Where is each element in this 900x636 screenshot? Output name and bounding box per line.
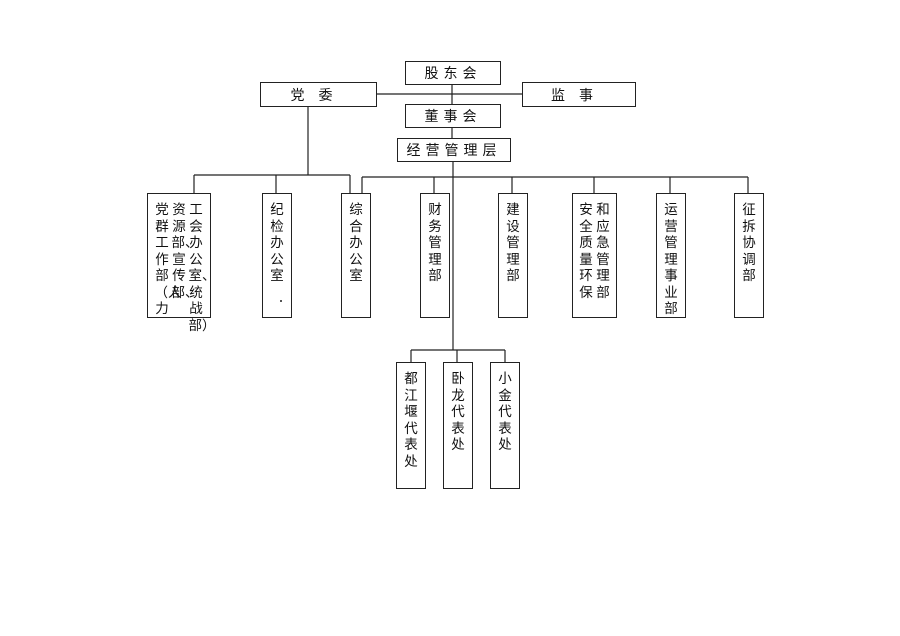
department-text-column: 征拆协调部 [742, 202, 756, 284]
party-committee-label: 党委 [290, 87, 347, 104]
shareholders-label: 股东会 [424, 66, 482, 82]
office-box-xiaojin: 小金代表处 [490, 362, 520, 489]
department-box-discipline: 纪检办公室 [262, 193, 292, 318]
department-text-column: 综合办公室 [349, 202, 363, 284]
department-text-column: 运营管理事业部 [664, 202, 678, 317]
department-box-finance: 财务管理部 [420, 193, 450, 318]
department-box-construction: 建设管理部 [498, 193, 528, 318]
department-box-demolition: 征拆协调部 [734, 193, 764, 318]
stray-dot-mark [280, 300, 282, 302]
department-text-column: 纪检办公室 [270, 202, 284, 284]
department-text-column: 安全质量环保 [579, 202, 593, 301]
department-text-column: 党群工作部（人力 [154, 202, 182, 317]
department-box-party-affairs: 工会办公室、统战部） 资源部、宣传部、 党群工作部（人力 [147, 193, 216, 334]
office-text-column: 卧龙代表处 [451, 371, 465, 453]
department-box-operations: 运营管理事业部 [656, 193, 686, 318]
department-box-safety: 和应急管理部 安全质量环保 [572, 193, 617, 318]
office-box-wolong: 卧龙代表处 [443, 362, 473, 489]
board-box: 董事会 [405, 104, 501, 128]
office-text-column: 小金代表处 [498, 371, 512, 453]
management-label: 经营管理层 [406, 143, 502, 159]
party-committee-box: 党委 [260, 82, 377, 107]
supervisors-box: 监事 [522, 82, 636, 107]
office-text-column: 都江堰代表处 [404, 371, 418, 470]
department-box-general-office: 综合办公室 [341, 193, 371, 318]
shareholders-box: 股东会 [405, 61, 501, 85]
department-text-column: 资源部、宣传部、 [171, 202, 199, 301]
department-text-column: 和应急管理部 [596, 202, 610, 301]
department-text-column: 工会办公室、统战部） [188, 202, 216, 334]
supervisors-label: 监事 [551, 87, 607, 104]
board-label: 董事会 [424, 109, 482, 125]
management-box: 经营管理层 [397, 138, 511, 162]
department-text-column: 建设管理部 [506, 202, 520, 284]
department-text-column: 财务管理部 [428, 202, 442, 284]
office-box-dujiangyan: 都江堰代表处 [396, 362, 426, 489]
